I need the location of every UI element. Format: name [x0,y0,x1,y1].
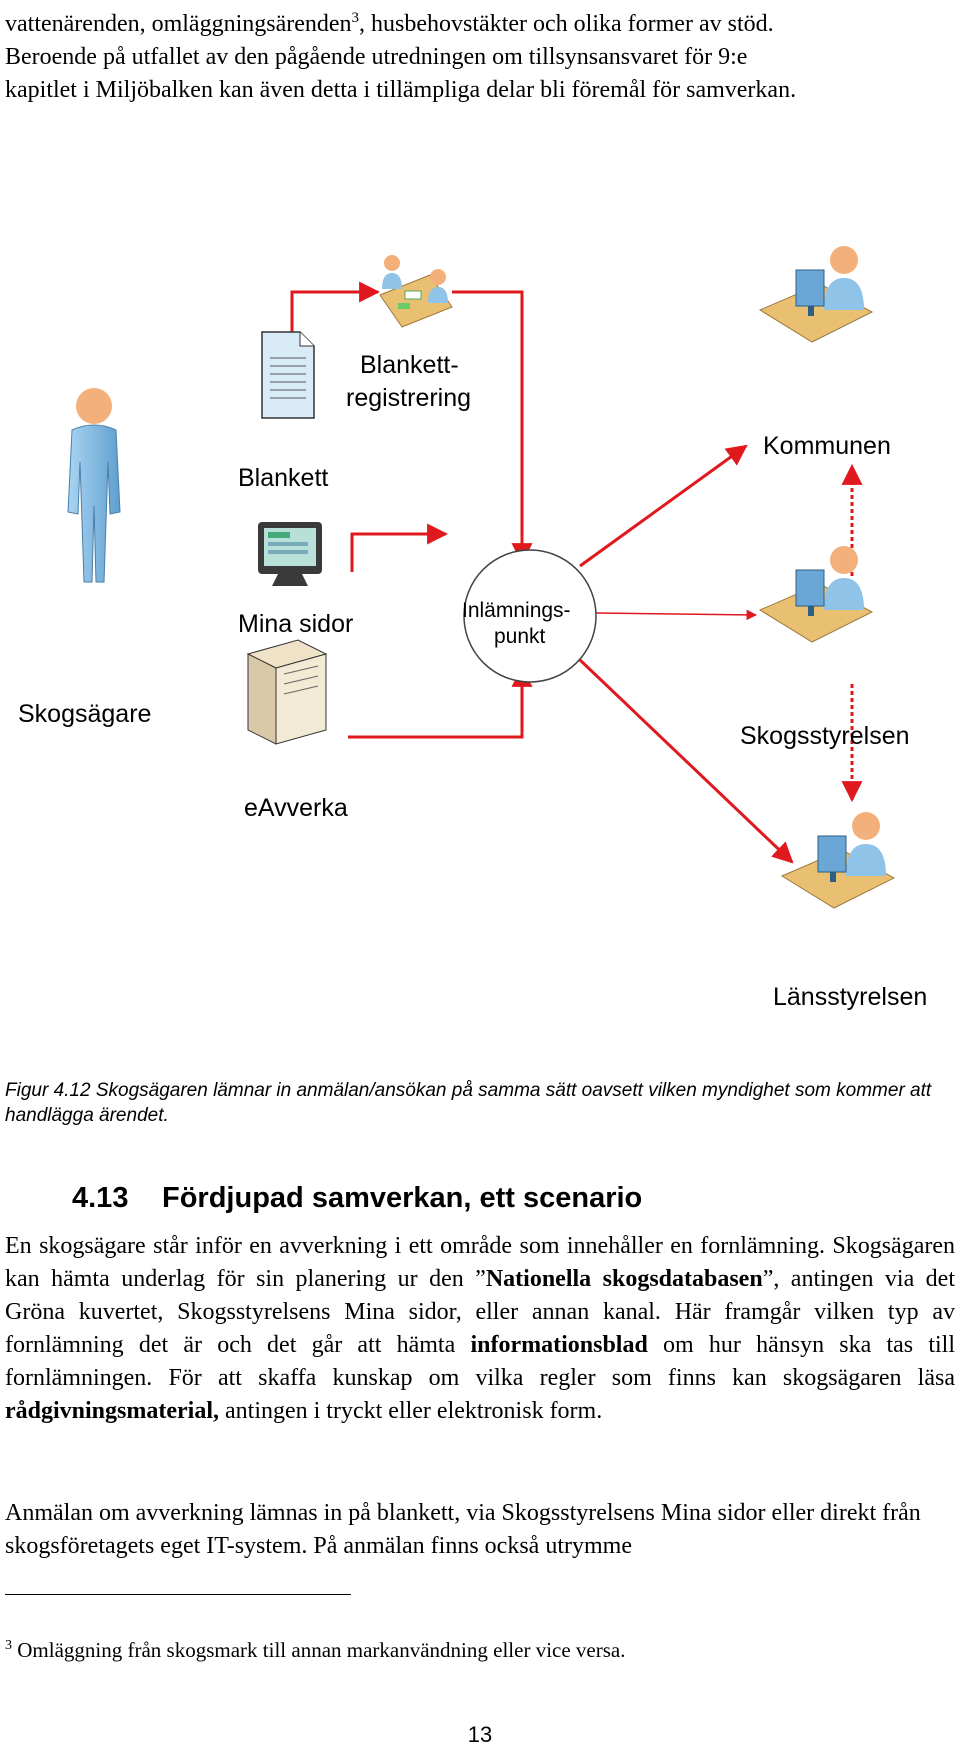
footnote-separator [5,1594,351,1595]
label-mina-sidor: Mina sidor [238,610,353,638]
body-paragraph-2: Anmälan om avverkning lämnas in på blank… [5,1500,921,1559]
label-inlamning-1: Inlämnings- [462,599,571,622]
arrow-registrering-to-inlamning [452,290,533,565]
arrow-to-kommunen [579,444,748,568]
person-icon [67,388,121,583]
top-line-3: kapitlet i Miljöbalken kan även detta i … [5,77,797,103]
document-icon [261,331,315,419]
label-skogsagare: Skogsägare [18,700,151,728]
label-kommunen: Kommunen [763,432,891,460]
inlamningspunkt-node [463,549,597,683]
section-heading: 4.13 Fördjupad samverkan, ett scenario [72,1182,642,1215]
server-icon [246,639,328,745]
label-blankett-reg-1: Blankett- [360,351,459,379]
monitor-icon [258,522,322,586]
label-skogsstyrelsen: Skogsstyrelsen [740,722,910,750]
label-eavverka: eAvverka [244,794,348,822]
footnote: 3 Omläggning från skogsmark till annan m… [5,1638,626,1662]
process-diagram: Blankett- registrering Blankett Mina sid… [18,246,927,1011]
workstation-icon-lansstyrelsen [780,812,896,909]
section-number: 4.13 [72,1182,129,1214]
arrow-to-lansstyrelsen [578,658,794,864]
section-title: Fördjupad samverkan, ett scenario [162,1182,643,1214]
label-blankett: Blankett [238,464,328,492]
arrow-minasidor-to-inlamning [350,523,449,572]
page-number: 13 [467,1722,493,1747]
body-paragraph-1: En skogsägare står inför en avverkning i… [5,1233,955,1424]
top-line-2: Beroende på utfallet av den pågående utr… [5,44,748,70]
arrow-to-skogsstyrelsen [595,609,758,621]
arrow-eavverka-to-inlamning [348,665,533,739]
figure-caption: Figur 4.12 Skogsägaren lämnar in anmälan… [5,1080,932,1126]
workstation-icon-skogsstyrelsen [758,546,874,643]
label-blankett-reg-2: registrering [346,384,471,412]
workstation-icon-kommunen [758,246,874,343]
top-line-1: vattenärenden, omläggningsärenden3, husb… [5,10,774,37]
label-lansstyrelsen: Länsstyrelsen [773,983,927,1011]
top-paragraph: vattenärenden, omläggningsärenden3, husb… [5,2,955,107]
label-inlamning-2: punkt [494,625,546,648]
flow-arrows [290,281,863,864]
desk-people-icon [379,255,453,328]
